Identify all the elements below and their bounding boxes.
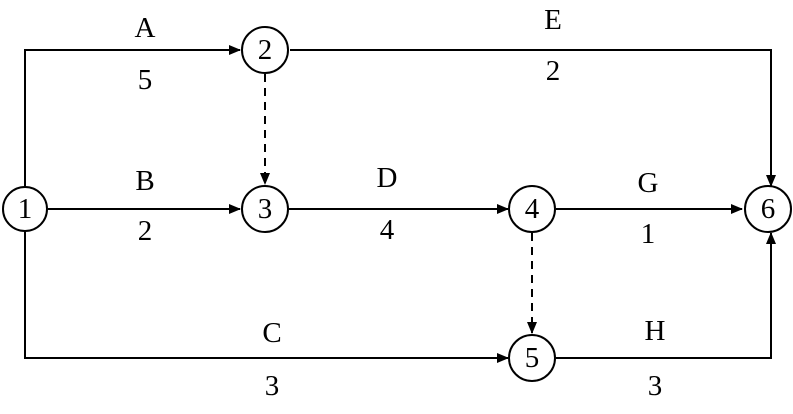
edge-A [24, 45, 241, 188]
activity-G-duration: 1 [641, 218, 656, 250]
activity-H-duration: 3 [648, 370, 663, 402]
activity-A-name: A [135, 12, 156, 44]
edge-H [556, 232, 776, 359]
node-6: 6 [744, 185, 792, 233]
node-4: 4 [508, 185, 556, 233]
node-3-label: 3 [258, 193, 273, 225]
activity-B-name: B [135, 165, 154, 197]
activity-D-duration: 4 [380, 214, 395, 246]
node-2: 2 [241, 26, 289, 74]
activity-B-duration: 2 [138, 215, 153, 247]
node-3: 3 [241, 185, 289, 233]
node-5: 5 [508, 334, 556, 382]
edge-C [24, 230, 509, 363]
activity-D-name: D [377, 162, 398, 194]
node-2-label: 2 [258, 34, 273, 66]
activity-C-name: C [262, 317, 281, 349]
node-5-label: 5 [525, 342, 540, 374]
activity-G-name: G [638, 167, 659, 199]
activity-E-duration: 2 [546, 55, 561, 87]
activity-H-name: H [645, 315, 666, 347]
node-1: 1 [2, 186, 48, 232]
edge-E [290, 49, 776, 187]
activity-C-duration: 3 [265, 370, 280, 402]
node-6-label: 6 [761, 193, 776, 225]
activity-A-duration: 5 [138, 64, 153, 96]
activity-E-name: E [544, 4, 562, 36]
node-4-label: 4 [525, 193, 540, 225]
node-1-label: 1 [18, 193, 33, 225]
